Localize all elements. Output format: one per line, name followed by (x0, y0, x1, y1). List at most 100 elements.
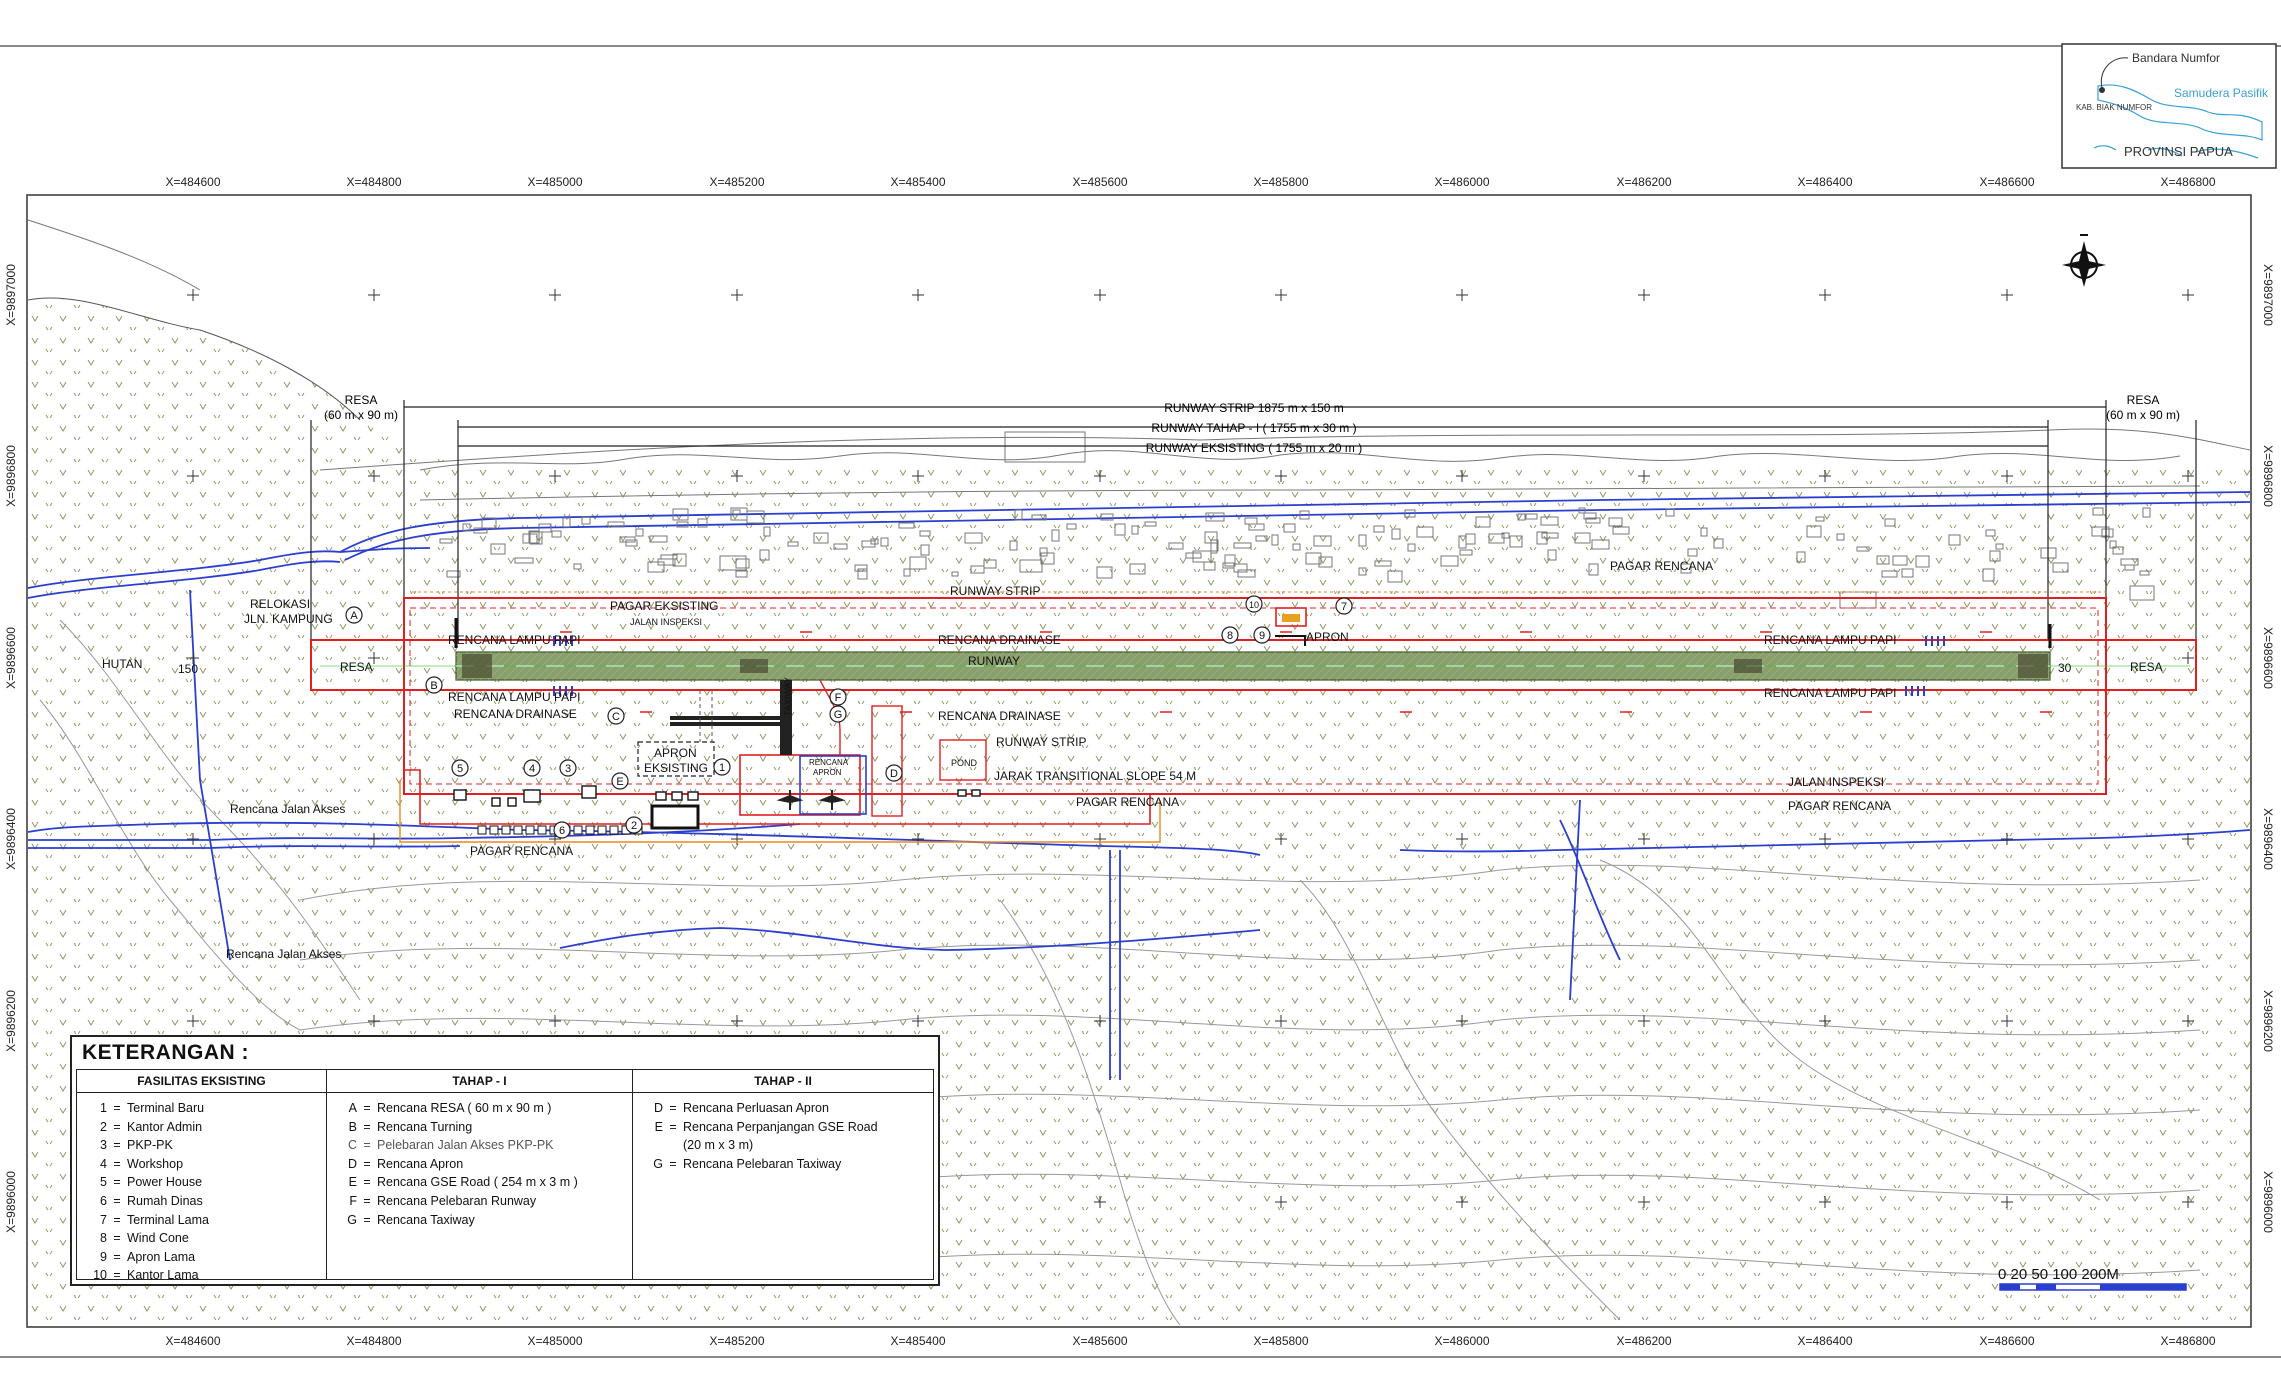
grid-cross (1456, 833, 1468, 845)
legend-item-text: Rencana Perpanjangan GSE Road (20 m x 3 … (683, 1119, 878, 1153)
resa-right-dim-title: RESA (2127, 393, 2160, 407)
label-pond: POND (951, 758, 978, 768)
legend-item-key: G (347, 1212, 357, 1227)
legend-title: KETERANGAN : (82, 1041, 249, 1064)
label-150: 150 (178, 662, 198, 676)
legend-item-key: 7 (100, 1212, 107, 1227)
legend-item: G=Rencana Pelebaran Taxiway (641, 1155, 925, 1174)
resa-left-dim-title: RESA (345, 393, 378, 407)
house (597, 825, 607, 835)
legend-item-text: Rencana Pelebaran Taxiway (683, 1156, 842, 1171)
building (551, 530, 562, 538)
building (1305, 552, 1322, 565)
coord-x-bottom: X=486800 (2160, 1334, 2215, 1348)
legend-item-key: B (348, 1119, 357, 1134)
legend-item-text: Kantor Lama (127, 1268, 199, 1283)
legend-item-equals: = (113, 1156, 121, 1171)
building (1517, 513, 1526, 521)
building (813, 532, 829, 544)
marker-circle (425, 676, 443, 694)
building (446, 570, 461, 578)
coord-x-bottom: X=486000 (1434, 1334, 1489, 1348)
legend-item-key: 8 (100, 1231, 107, 1246)
legend-box: KETERANGAN : FASILITAS EKSISTING 1=Termi… (70, 1035, 940, 1286)
building (1040, 552, 1055, 565)
grid-cross (1638, 470, 1650, 482)
marker-label: E (616, 776, 623, 788)
grid-cross (368, 1015, 380, 1027)
building (1031, 514, 1047, 521)
legend-item: D=Rencana Perluasan Apron (641, 1099, 925, 1118)
legend-item-key: D (653, 1101, 663, 1115)
grid-cross (1638, 833, 1650, 845)
legend-item-text: Rencana GSE Road ( 254 m x 3 m ) (377, 1175, 578, 1190)
marker-label: F (835, 692, 842, 704)
runway-tahap-dim: RUNWAY TAHAP - I ( 1755 m x 30 m ) (1151, 421, 1356, 435)
building (1407, 543, 1416, 552)
north-arrow-icon (2062, 234, 2106, 287)
coord-x-top: X=486000 (1434, 175, 1489, 189)
coord-x-top: X=484800 (346, 175, 401, 189)
coord-x-top: X=485600 (1072, 175, 1127, 189)
legend-item: 7=Terminal Lama (85, 1211, 318, 1230)
marker-circle (1253, 626, 1271, 644)
coord-x-top: X=486200 (1616, 175, 1671, 189)
building (1271, 534, 1279, 546)
building (1205, 512, 1225, 522)
building (730, 507, 748, 521)
runway (320, 651, 2190, 681)
taxiway-apron (637, 607, 1307, 830)
coord-labels-right: X=9897000 X=9896800 X=9896600 X=9896400 … (2261, 264, 2275, 1233)
building (1525, 513, 1538, 520)
grid-cross (912, 470, 924, 482)
grid-cross (1275, 470, 1287, 482)
coord-x-top: X=486600 (1979, 175, 2034, 189)
building (1114, 523, 1126, 536)
inset-label-samudera: Samudera Pasifik (2174, 86, 2269, 100)
label-drainase-2: RENCANA DRAINASE (454, 707, 577, 721)
label-pagar-rencana-top: PAGAR RENCANA (1610, 559, 1713, 573)
building (538, 523, 552, 533)
label-taxiway: TAXIWAY (783, 677, 793, 716)
building (1989, 550, 2001, 562)
house (501, 825, 511, 835)
building (763, 526, 771, 537)
building (697, 518, 708, 528)
coord-x-bottom: X=485200 (709, 1334, 764, 1348)
coord-y-left: X=9896400 (4, 808, 18, 870)
building (1299, 510, 1310, 520)
legend-item-text: Rencana RESA ( 60 m x 90 m ) (377, 1101, 552, 1115)
legend-item-equals: = (113, 1249, 121, 1264)
grid-cross (2182, 833, 2194, 845)
runway-strip-dim: RUNWAY STRIP 1875 m x 150 m (1164, 401, 1344, 415)
house (537, 825, 547, 835)
building (1358, 567, 1367, 576)
grid-cross (2001, 470, 2013, 482)
building (1318, 556, 1333, 568)
legend-item-equals: = (363, 1101, 371, 1115)
coord-x-bottom: X=484800 (346, 1334, 401, 1348)
house (477, 825, 487, 835)
grid-cross (2182, 289, 2194, 301)
building (2124, 564, 2135, 571)
legend-item-equals: = (669, 1119, 677, 1134)
legend-item: C=Pelebaran Jalan Akses PKP-PK (335, 1136, 624, 1155)
building (1224, 554, 1236, 567)
house (573, 825, 583, 835)
building (1982, 568, 1995, 582)
settlement-buildings (419, 431, 2201, 609)
building (1313, 535, 1332, 547)
marker-label: G (834, 709, 843, 721)
building (857, 568, 868, 580)
legend-item: E=Rencana GSE Road ( 254 m x 3 m ) (335, 1173, 624, 1192)
coord-y-left: X=9896200 (4, 990, 18, 1052)
building (1540, 516, 1559, 526)
marker-circle (451, 759, 469, 777)
coord-x-top: X=486400 (1797, 175, 1852, 189)
building (1358, 534, 1367, 547)
marker-label: A (350, 610, 358, 622)
label-pagar-rencana-mid: PAGAR RENCANA (1076, 795, 1179, 809)
building (903, 568, 911, 577)
building (1884, 518, 1896, 527)
